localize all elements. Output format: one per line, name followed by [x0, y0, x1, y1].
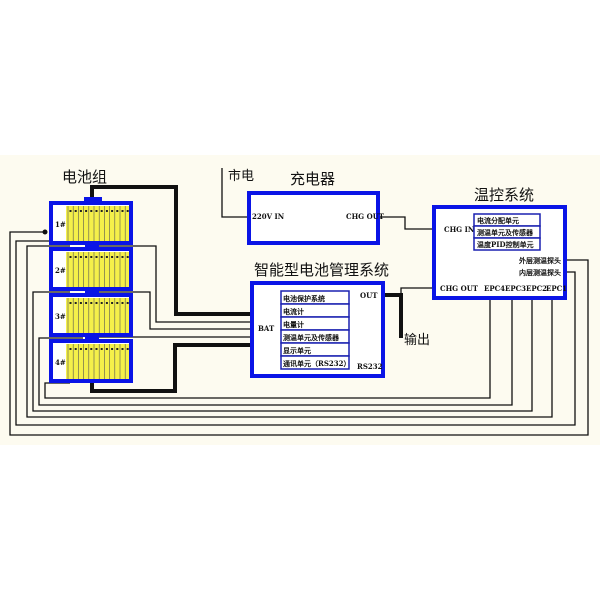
- epc3-label: EPC3: [505, 284, 526, 293]
- bms-rs232-label: RS232: [357, 362, 383, 371]
- outer-probe-label: 外层测温探头: [519, 256, 561, 265]
- outer-probe-wire: [9, 231, 589, 436]
- output-label: 输出: [404, 332, 430, 348]
- bms-unit: 电流计: [283, 307, 304, 316]
- battery-module-label: 1#: [55, 220, 66, 229]
- charger-out-label: CHG OUT: [346, 212, 385, 221]
- thermal-chg-in-label: CHG IN: [444, 225, 475, 234]
- epc2-label: EPC2: [526, 284, 547, 293]
- charger-title: 充电器: [290, 170, 335, 188]
- bms-unit: 通讯单元（RS232）: [283, 359, 350, 368]
- bms-unit: 测温单元及传感器: [283, 333, 340, 342]
- epc2-wire: [32, 291, 533, 412]
- battery-modules: 1# 2# 3# 4#: [49, 201, 133, 383]
- pack-positive-wire: [90, 185, 252, 316]
- charger-box: [247, 191, 380, 245]
- thermal-unit: 温度PID控制单元: [477, 240, 534, 249]
- bms-unit: 电量计: [283, 320, 304, 329]
- epc3-wire: [38, 296, 513, 406]
- thermal-chg-out-label: CHG OUT: [440, 284, 479, 293]
- charger-in-label: 220V IN: [252, 212, 285, 221]
- battery-module: 4#: [49, 339, 133, 383]
- battery-pack-title: 电池组: [62, 168, 107, 186]
- thermal-title: 温控系统: [474, 186, 534, 204]
- battery-module: 2#: [49, 247, 133, 295]
- epc1-label: EPC1: [546, 284, 567, 293]
- tap-wire-2: [92, 291, 252, 330]
- epc4-label: EPC4: [484, 284, 505, 293]
- bms-units-table: 电池保护系统 电流计 电量计 测温单元及传感器 显示单元 通讯单元（RS232）: [280, 290, 350, 370]
- bms-out-label: OUT: [360, 291, 378, 300]
- bms-unit: 显示单元: [283, 346, 311, 355]
- thermal-unit: 电流分配单元: [477, 216, 519, 225]
- battery-module-label: 2#: [55, 266, 66, 275]
- battery-module: 1#: [49, 201, 133, 249]
- bms-unit: 电池保护系统: [283, 294, 325, 303]
- tap-wire-1: [92, 245, 252, 323]
- wires: [9, 168, 589, 436]
- charger-to-thermal-wire: [378, 216, 434, 230]
- pack-terminal: [84, 197, 102, 203]
- thermal-units-table: 电流分配单元 测温单元及传感器 温度PID控制单元: [473, 213, 541, 251]
- inner-probe-label: 内层测温探头: [519, 268, 561, 277]
- pack-negative-wire: [90, 343, 252, 393]
- thermal-unit: 测温单元及传感器: [477, 228, 534, 237]
- bms-title: 智能型电池管理系统: [254, 261, 389, 279]
- mains-label: 市电: [228, 168, 254, 184]
- epc1-wire: [26, 245, 553, 418]
- thermal-chg-out-wire: [400, 287, 434, 295]
- battery-module-label: 4#: [55, 358, 66, 367]
- bms-bat-label: BAT: [258, 324, 275, 333]
- mains-wire: [221, 168, 249, 218]
- battery-module: 3#: [49, 293, 133, 341]
- inner-probe-wire: [15, 240, 576, 426]
- battery-module-label: 3#: [55, 312, 66, 321]
